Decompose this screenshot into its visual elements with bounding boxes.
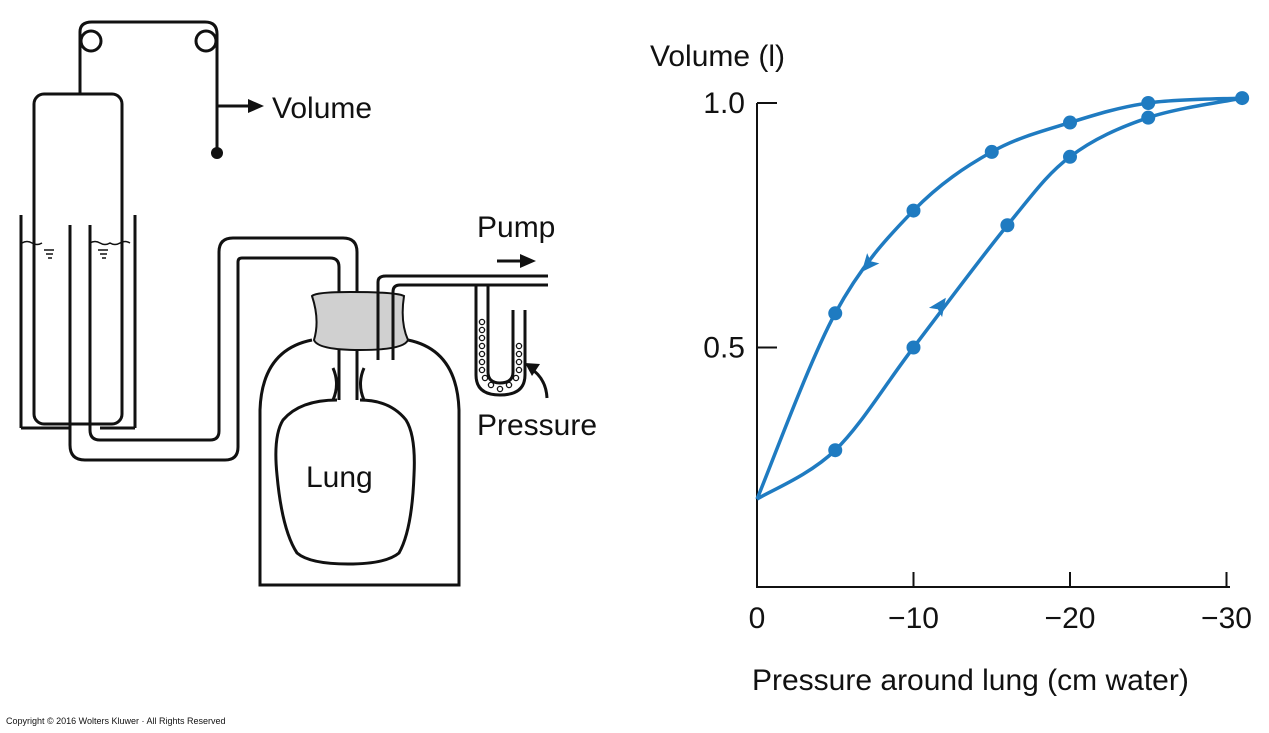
data-point — [906, 340, 921, 355]
lung-label: Lung — [306, 461, 373, 494]
pump-label: Pump — [477, 211, 555, 244]
manometer-outer — [474, 285, 527, 397]
spirometer-bell — [32, 92, 124, 426]
data-point — [1141, 110, 1156, 125]
data-point — [1141, 96, 1156, 110]
x-tick-label: −10 — [888, 602, 939, 635]
y-axis-title: Volume (l) — [650, 40, 785, 73]
inflation-direction-arrow — [928, 297, 946, 318]
data-point — [828, 443, 843, 458]
volume-weight — [211, 147, 223, 159]
manometer-inner — [486, 285, 515, 385]
data-point — [906, 203, 921, 218]
data-point — [1063, 149, 1077, 164]
pulley-left — [79, 29, 103, 53]
water-ripples — [44, 249, 108, 259]
volume-arrow-head — [248, 99, 264, 113]
data-point — [1235, 91, 1250, 106]
connecting-tube-inner — [88, 225, 359, 442]
data-point — [1063, 115, 1077, 130]
x-tick-label: −20 — [1045, 602, 1096, 635]
y-tick-label: 0.5 — [703, 332, 745, 365]
lung — [274, 398, 416, 566]
pulley-cord — [78, 20, 219, 150]
connecting-tube-outer — [68, 225, 341, 462]
pump-arrow-head — [520, 254, 536, 268]
data-point — [1000, 218, 1015, 233]
y-tick-label: 1.0 — [703, 87, 745, 120]
manometer-fluid — [478, 318, 523, 393]
pump-tube-outer — [376, 274, 548, 360]
copyright-notice: Copyright © 2016 Wolters Kluwer · All Ri… — [6, 716, 226, 726]
pressure-label: Pressure — [477, 409, 597, 442]
x-axis-title: Pressure around lung (cm water) — [752, 664, 1189, 697]
data-point — [828, 306, 843, 321]
deflation-direction-arrow-head — [861, 253, 880, 273]
volume-label: Volume — [272, 92, 372, 125]
pulley-right — [194, 29, 218, 53]
pressure-arrow-head — [525, 363, 540, 376]
inflation-direction-arrow-head — [928, 297, 946, 318]
trachea — [331, 367, 366, 401]
data-point — [984, 144, 999, 159]
inflation-curve — [756, 96, 1243, 501]
x-tick-label: −30 — [1201, 602, 1252, 635]
x-tick-label: 0 — [749, 602, 766, 635]
deflation-curve — [755, 96, 1243, 500]
bell-jar — [258, 338, 461, 587]
pump-tube-inner — [391, 283, 548, 360]
water-surface — [21, 240, 131, 246]
deflation-direction-arrow — [861, 253, 880, 273]
